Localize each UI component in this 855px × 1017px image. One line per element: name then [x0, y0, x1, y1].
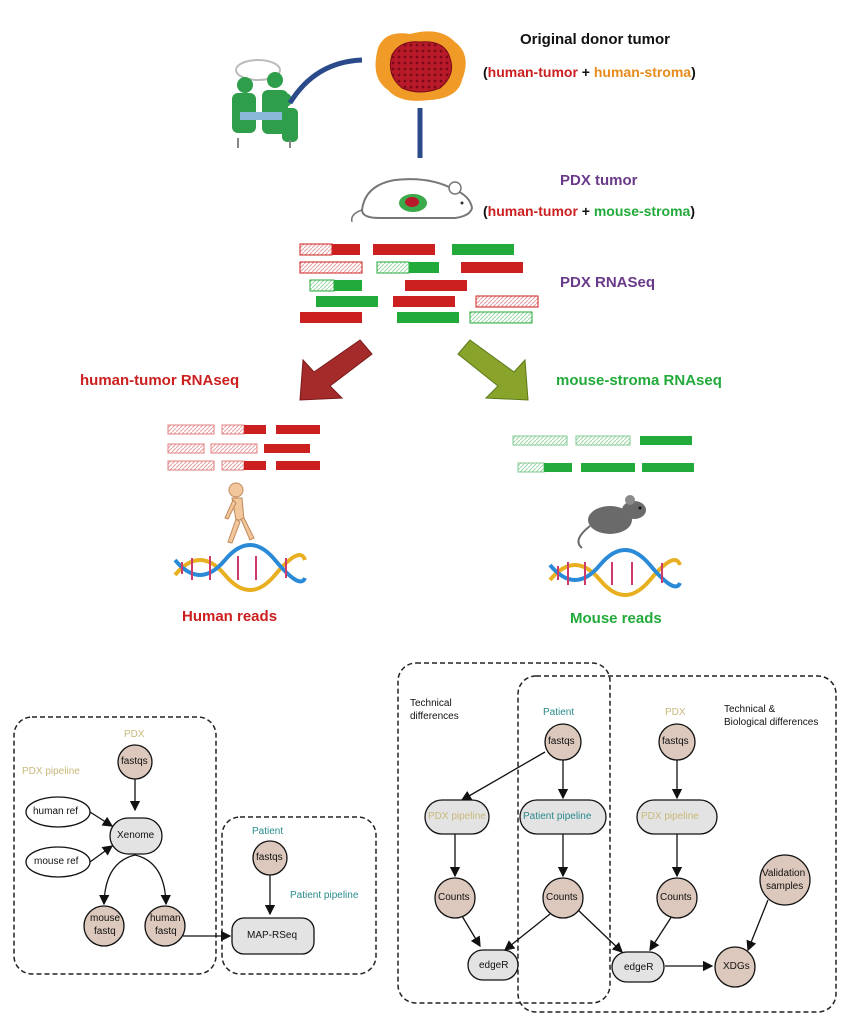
- counts-node-3: [656, 877, 698, 919]
- plus-text: +: [577, 203, 594, 219]
- counts-node-1: [434, 877, 476, 919]
- edger-node-1: [467, 949, 519, 981]
- tech-bio-label-2: Biological differences: [724, 717, 819, 728]
- mouse-fastq-node: [83, 905, 125, 947]
- paren-close: ): [691, 64, 696, 80]
- patient-label-left: Patient: [252, 826, 284, 837]
- human-tumor-text: human-tumor: [487, 203, 578, 219]
- connector-line: [287, 57, 363, 105]
- surgeons-icon: [232, 59, 298, 148]
- tumor-icon: [375, 31, 466, 101]
- patient-pipeline-label: Patient pipeline: [523, 811, 592, 822]
- pdx-pipeline-box: [13, 716, 217, 975]
- map-rseq-label: MAP-RSeq: [247, 930, 298, 941]
- mouse-fastq-label-1: mouse: [90, 913, 121, 924]
- human-reads-label: Human reads: [182, 608, 278, 625]
- human-tumor-rnaseq-label: human-tumor RNAseq: [80, 372, 240, 389]
- mouse-reads-block: [512, 435, 694, 473]
- validation-label-2: samples: [766, 881, 804, 892]
- patient-pipeline-label-left: Patient pipeline: [290, 890, 359, 901]
- plus-text: +: [577, 64, 594, 80]
- pdx-pipeline-node-right: [636, 799, 718, 835]
- mouse-fastq-label-2: fastq: [94, 926, 116, 937]
- walking-human-icon: [224, 482, 255, 544]
- technical-label-1: Technical: [410, 698, 452, 709]
- pdx-tumor-title: PDX tumor: [560, 172, 638, 189]
- mouse-icon: [350, 178, 474, 223]
- counts-node-2: [542, 877, 584, 919]
- map-rseq-node: [231, 917, 315, 955]
- patient-fastqs-node: [252, 840, 288, 876]
- human-reads-block: [167, 424, 320, 471]
- xenome-label: Xenome: [117, 830, 155, 841]
- xdgs-label: XDGs: [723, 961, 750, 972]
- patient-pipeline-node: [519, 799, 607, 835]
- patient-fastqs-node-right: [544, 723, 582, 761]
- left-edges: [89, 779, 276, 942]
- patient-label-right: Patient: [543, 707, 575, 718]
- mouse-reads-label: Mouse reads: [570, 610, 662, 627]
- human-fastq-node: [144, 905, 186, 947]
- gray-mouse-icon: [577, 495, 646, 549]
- mouse-ref-node: [25, 846, 91, 878]
- technical-differences-box: [397, 662, 611, 1004]
- human-fastq-label-2: fastq: [155, 926, 177, 937]
- patient-pipeline-box: [221, 816, 377, 975]
- right-edges: [449, 751, 769, 972]
- tech-bio-label-1: Technical &: [724, 704, 776, 715]
- pdx-label: PDX: [124, 729, 145, 740]
- edger-node-2: [611, 951, 665, 983]
- edger-label-1: edgeR: [479, 960, 509, 971]
- pdx-fastqs-node-right: [658, 723, 696, 761]
- human-ref-label: human ref: [33, 806, 79, 817]
- pdx-label-right: PDX: [665, 707, 686, 718]
- pdx-pipeline-label-right: PDX pipeline: [641, 811, 699, 822]
- mouse-ref-label: mouse ref: [34, 856, 79, 867]
- pdx-reads: [299, 243, 539, 324]
- paren-open: (: [483, 64, 488, 80]
- counts-label-2: Counts: [546, 892, 578, 903]
- pdx-pipeline-label: PDX pipeline: [22, 766, 80, 777]
- pdx-pipeline-node-left: [424, 799, 490, 835]
- human-stroma-text: human-stroma: [593, 64, 692, 80]
- validation-label-1: Validation: [762, 868, 806, 879]
- patient-fastqs-label-right: fastqs: [548, 736, 575, 747]
- human-ref-node: [25, 796, 91, 828]
- patient-fastqs-label-left: fastqs: [256, 852, 283, 863]
- pdx-fastqs-label-right: fastqs: [662, 736, 689, 747]
- paren-close: ): [690, 203, 695, 219]
- pdx-rnaseq-label: PDX RNASeq: [560, 274, 656, 291]
- pdx-fastqs-label: fastqs: [121, 756, 148, 767]
- human-tumor-text: human-tumor: [487, 64, 578, 80]
- original-donor-title: Original donor tumor: [520, 31, 670, 48]
- mouse-stroma-rnaseq-label: mouse-stroma RNAseq: [556, 372, 722, 389]
- xdgs-node: [714, 946, 756, 988]
- validation-samples-node: [759, 854, 811, 906]
- mouse-stroma-text: mouse-stroma: [593, 203, 691, 219]
- original-donor-subtitle: (human-tumor + human-stroma): [483, 64, 696, 80]
- pdx-tumor-subtitle: (human-tumor + mouse-stroma): [483, 203, 695, 219]
- counts-label-1: Counts: [438, 892, 470, 903]
- dna-helix-icon: [548, 548, 682, 597]
- counts-label-3: Counts: [660, 892, 692, 903]
- mouse-split-arrow: [457, 339, 529, 401]
- xenome-node: [109, 817, 163, 855]
- dna-helix-icon: [173, 543, 307, 592]
- edger-label-2: edgeR: [624, 962, 654, 973]
- pdx-pipeline-label-left: PDX pipeline: [428, 811, 486, 822]
- human-fastq-label-1: human: [150, 913, 181, 924]
- paren-open: (: [483, 203, 488, 219]
- human-split-arrow: [299, 339, 373, 401]
- technical-label-2: differences: [410, 711, 459, 722]
- pdx-fastqs-node: [117, 744, 153, 780]
- technical-biological-box: [517, 675, 837, 1013]
